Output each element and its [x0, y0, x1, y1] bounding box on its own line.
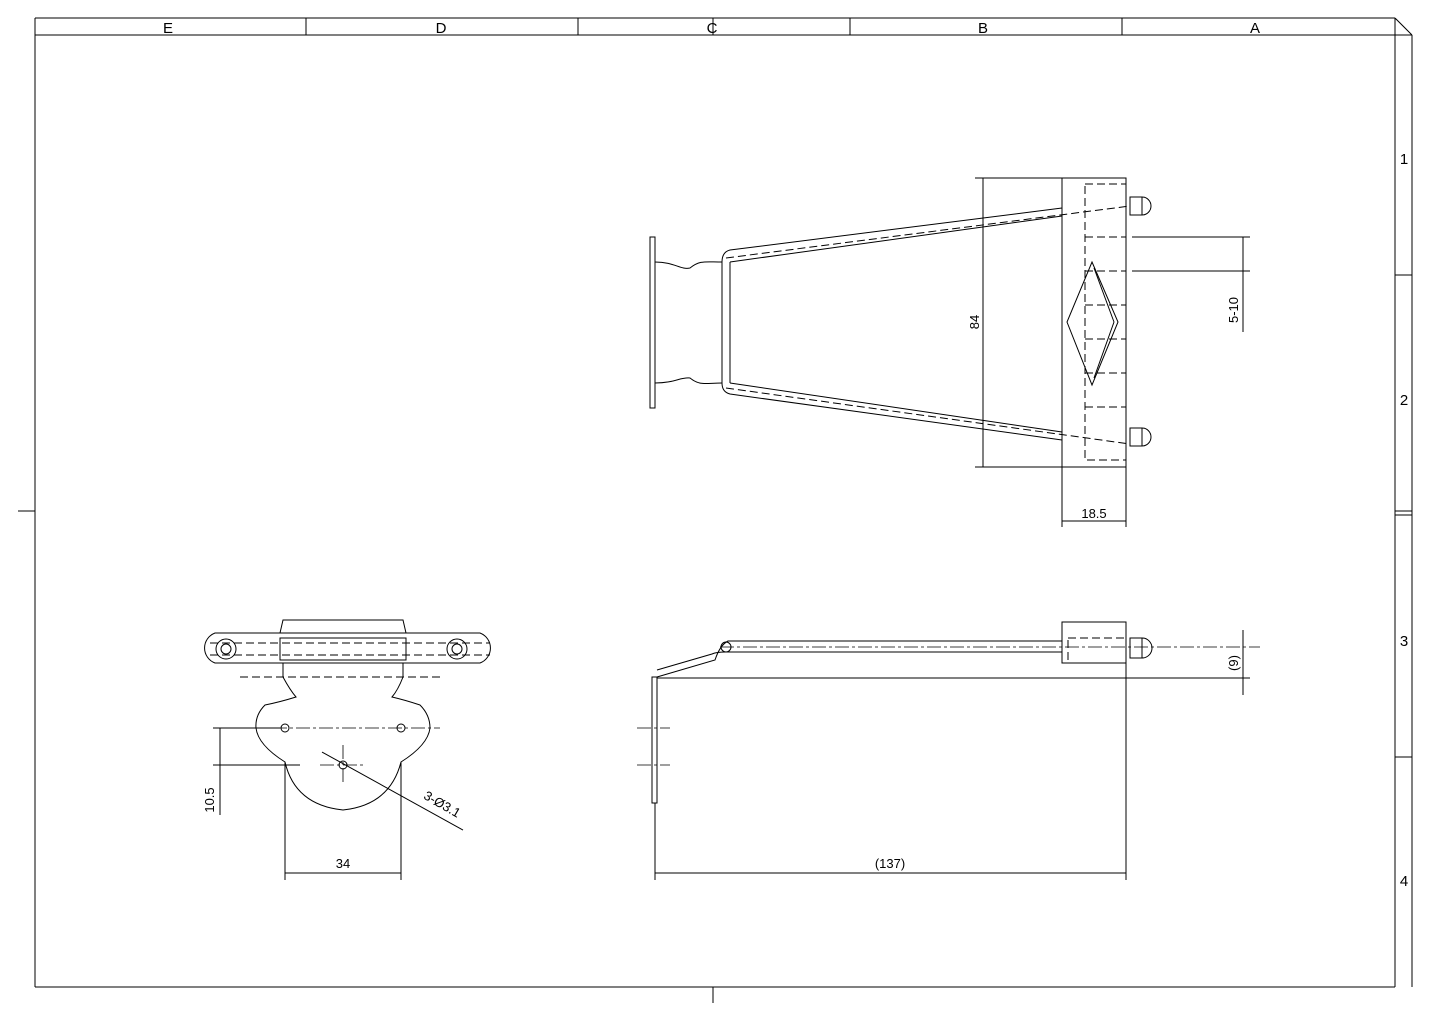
row-label: 2	[1400, 392, 1408, 409]
row-label: 4	[1400, 873, 1408, 890]
nut-icon	[215, 638, 237, 660]
dimension-10-5: 10.5	[202, 787, 217, 812]
dimension-18-5: 18.5	[1081, 506, 1106, 521]
nut-icon	[446, 638, 468, 660]
dimension-5-10: 5-10	[1226, 297, 1241, 323]
nut-icon	[1129, 196, 1152, 216]
column-label: E	[163, 20, 173, 37]
row-label: 3	[1400, 633, 1408, 650]
dimension-holes: 3-Ø3.1	[421, 788, 463, 821]
nut-icon	[1129, 427, 1152, 447]
dimension-9: (9)	[1226, 655, 1241, 671]
drawing-frame	[18, 17, 1413, 1003]
row-labels: 1 2 3 4	[1400, 151, 1408, 890]
dimension-84: 84	[967, 315, 982, 329]
column-label: B	[978, 20, 988, 37]
column-labels: E D C B A	[163, 20, 1260, 37]
column-label: C	[707, 20, 718, 37]
top-view: 84 5-10 18.5	[649, 177, 1250, 527]
dimension-137: (137)	[875, 856, 905, 871]
front-view: 10.5 34 3-Ø3.1	[202, 619, 491, 880]
column-label: A	[1250, 20, 1260, 37]
side-view: (9) (137)	[637, 621, 1260, 880]
dimension-34: 34	[336, 856, 350, 871]
nut-icon	[1129, 637, 1153, 659]
row-label: 1	[1400, 151, 1408, 168]
column-label: D	[436, 20, 447, 37]
